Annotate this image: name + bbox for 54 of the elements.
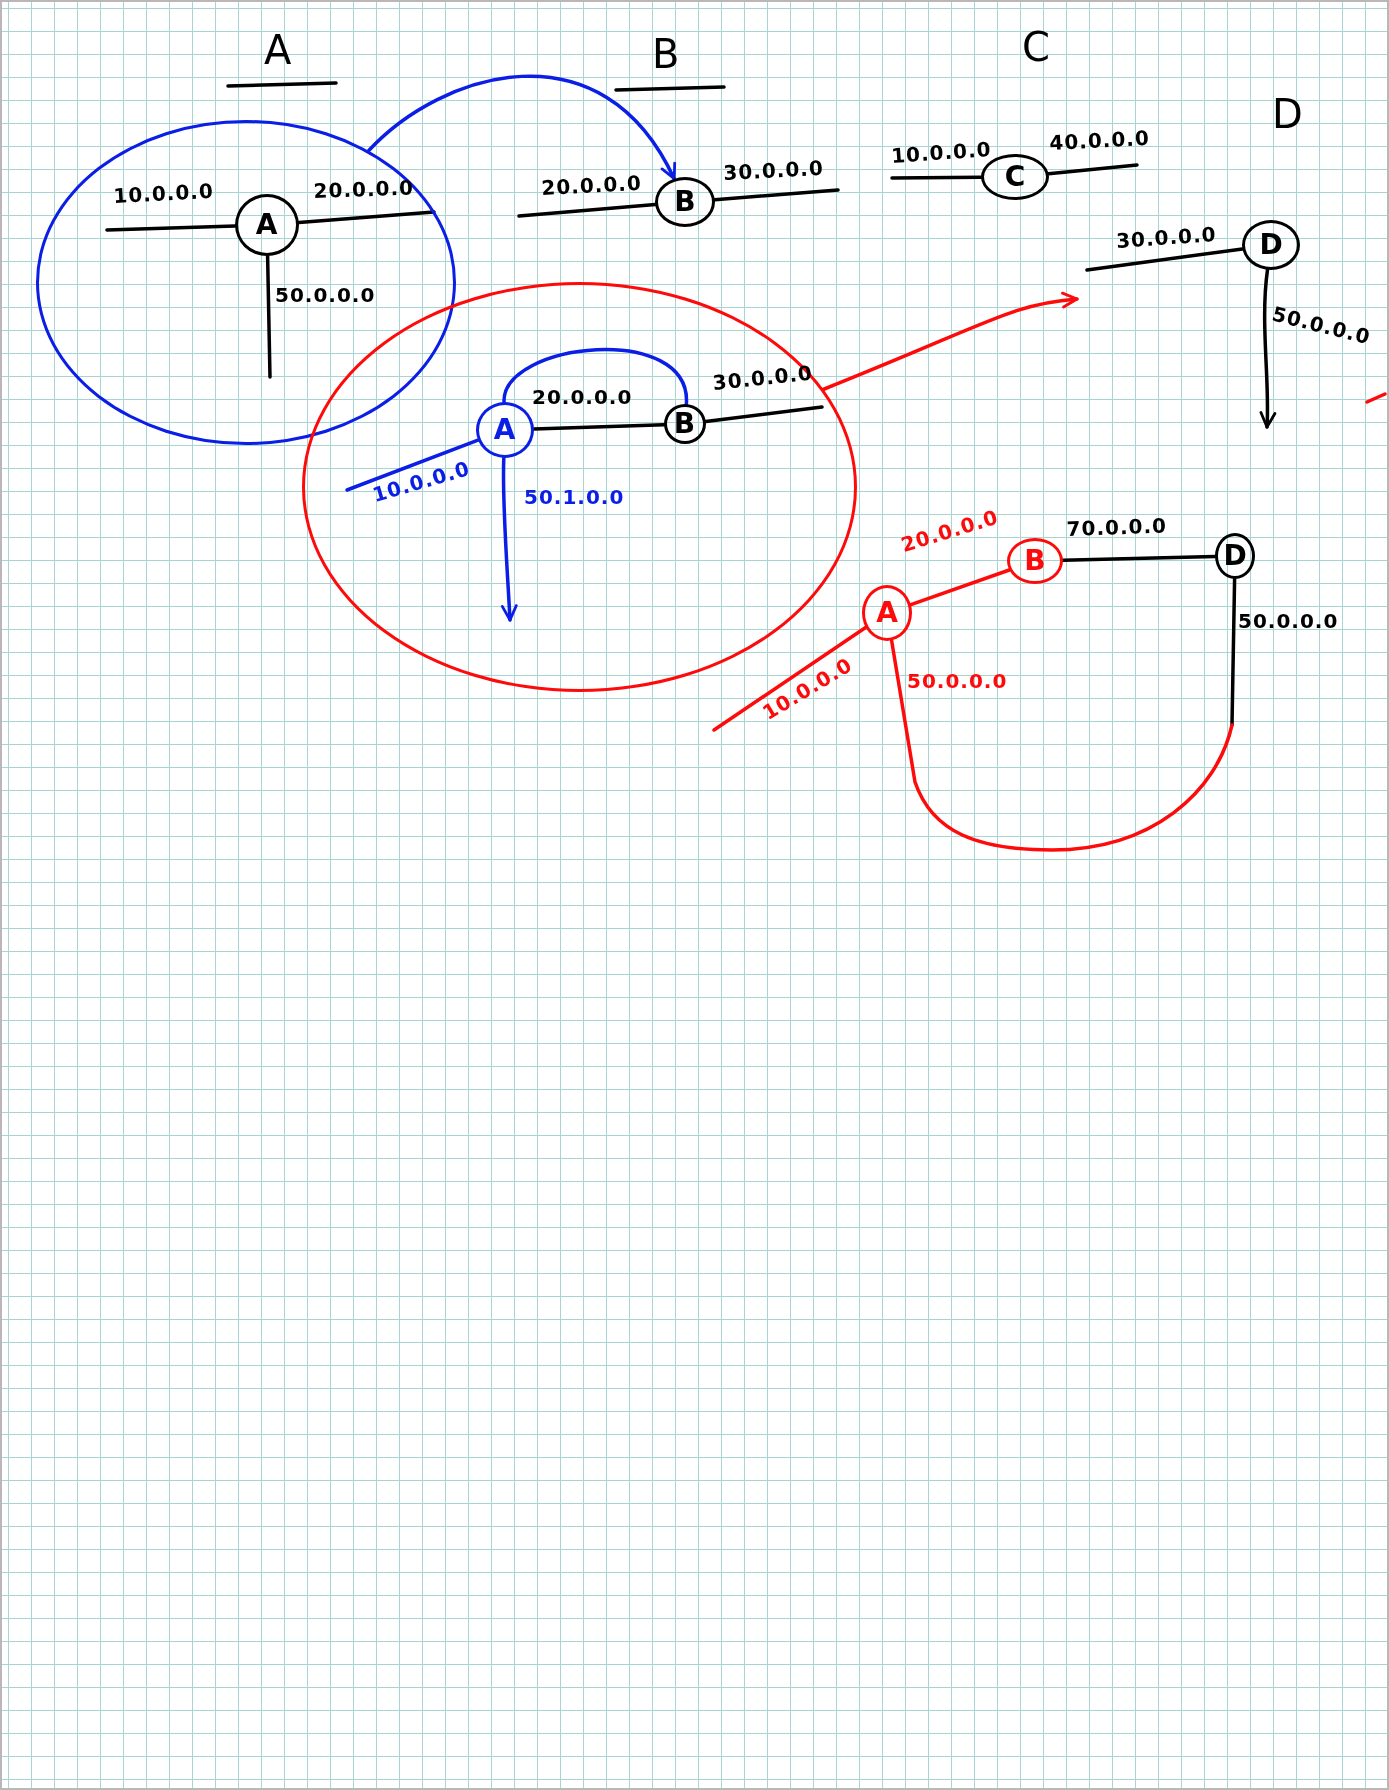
node-letter: D [1259, 231, 1283, 259]
edge-label: 30.0.0.0 [711, 361, 814, 394]
group-ellipse [36, 119, 456, 445]
column-heading: D [1272, 94, 1303, 134]
node-circle [862, 585, 912, 641]
node-letter: B [674, 188, 696, 216]
edge-label: 70.0.0.0 [1066, 514, 1168, 540]
connector-line [704, 405, 824, 424]
edge-label: 20.0.0.0 [540, 171, 643, 199]
connector-line [532, 422, 666, 431]
edge-label: 20.0.0.0 [313, 176, 415, 202]
connector-line [345, 438, 480, 492]
arrow [500, 456, 518, 622]
node-circle [234, 193, 299, 256]
node-letter: A [493, 415, 516, 444]
connector-line [1085, 247, 1245, 272]
connector-line [890, 175, 983, 180]
node-circle [663, 403, 706, 444]
node-circle [655, 177, 715, 227]
connector-line [1230, 577, 1237, 727]
connector-line [265, 254, 272, 379]
connector-line [502, 348, 689, 406]
edge-label: 50.0.0.0 [275, 284, 376, 306]
node-circle [1242, 220, 1300, 270]
connector-line [713, 188, 840, 202]
arrow [1259, 268, 1276, 429]
node-letter: C [1004, 163, 1026, 191]
edge-label: 20.0.0.0 [532, 386, 633, 408]
connector-line [1061, 554, 1217, 563]
node-letter: B [1024, 547, 1046, 575]
column-heading: C [1022, 27, 1050, 67]
edge-label: 10.0.0.0 [890, 138, 993, 167]
node-letter: A [876, 599, 898, 627]
edge-label: 40.0.0.0 [1048, 126, 1151, 154]
edge-label: 30.0.0.0 [722, 156, 825, 184]
node-circle [1007, 538, 1063, 584]
node-letter: B [673, 409, 696, 438]
edge-label: 50.1.0.0 [524, 486, 625, 508]
edge-label: 10.0.0.0 [112, 179, 215, 207]
arrow [367, 74, 676, 181]
node-letter: A [255, 210, 278, 239]
connector-line [517, 202, 657, 218]
node-letter: D [1223, 542, 1247, 570]
connector-line [712, 625, 868, 732]
connector-line [909, 568, 1012, 607]
arrow [821, 292, 1079, 392]
column-heading: A [264, 30, 292, 70]
node-circle [475, 401, 534, 458]
edge-label: 50.0.0.0 [907, 670, 1008, 692]
edge-label: 50.0.0.0 [1238, 610, 1339, 632]
column-heading: B [652, 34, 680, 74]
edge-label: 30.0.0.0 [1115, 223, 1218, 252]
node-circle [1215, 533, 1255, 579]
connector-line [889, 638, 1234, 852]
